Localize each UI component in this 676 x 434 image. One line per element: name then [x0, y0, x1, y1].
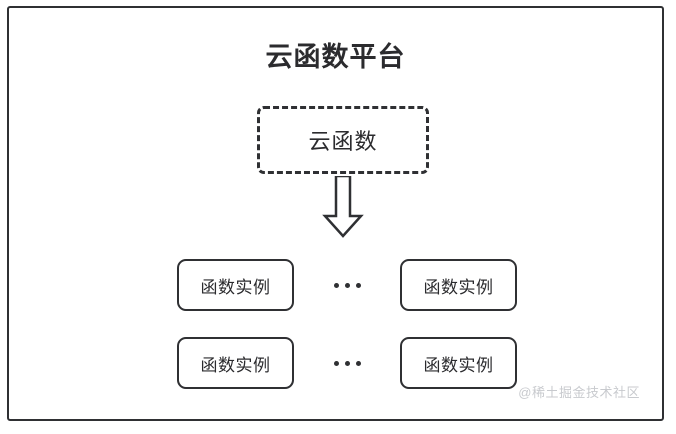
function-instance-box: 函数实例: [177, 259, 294, 311]
ellipsis-dot: [333, 282, 339, 288]
ellipsis-icon: [333, 360, 361, 366]
ellipsis-dot: [355, 360, 361, 366]
instance-row: 函数实例 函数实例: [177, 337, 517, 389]
watermark-text: @稀土掘金技术社区: [518, 385, 640, 400]
function-instance-label: 函数实例: [423, 355, 494, 375]
ellipsis-dot: [344, 360, 350, 366]
cloud-function-label: 云函数: [308, 129, 378, 154]
ellipsis-icon: [333, 282, 361, 288]
platform-container: 云函数平台 云函数 函数实例 函数实例 函数实例 函数实例: [7, 6, 664, 421]
function-instance-box: 函数实例: [400, 337, 517, 389]
ellipsis-dot: [333, 360, 339, 366]
function-instance-box: 函数实例: [400, 259, 517, 311]
function-instance-label: 函数实例: [423, 277, 494, 297]
function-instance-box: 函数实例: [177, 337, 294, 389]
platform-title: 云函数平台: [265, 42, 406, 72]
ellipsis-dot: [344, 282, 350, 288]
cloud-function-node: 云函数: [257, 106, 429, 174]
function-instance-label: 函数实例: [200, 355, 271, 375]
down-block-arrow-icon: [321, 174, 365, 238]
ellipsis-dot: [355, 282, 361, 288]
instance-row: 函数实例 函数实例: [177, 259, 517, 311]
function-instance-label: 函数实例: [200, 277, 271, 297]
